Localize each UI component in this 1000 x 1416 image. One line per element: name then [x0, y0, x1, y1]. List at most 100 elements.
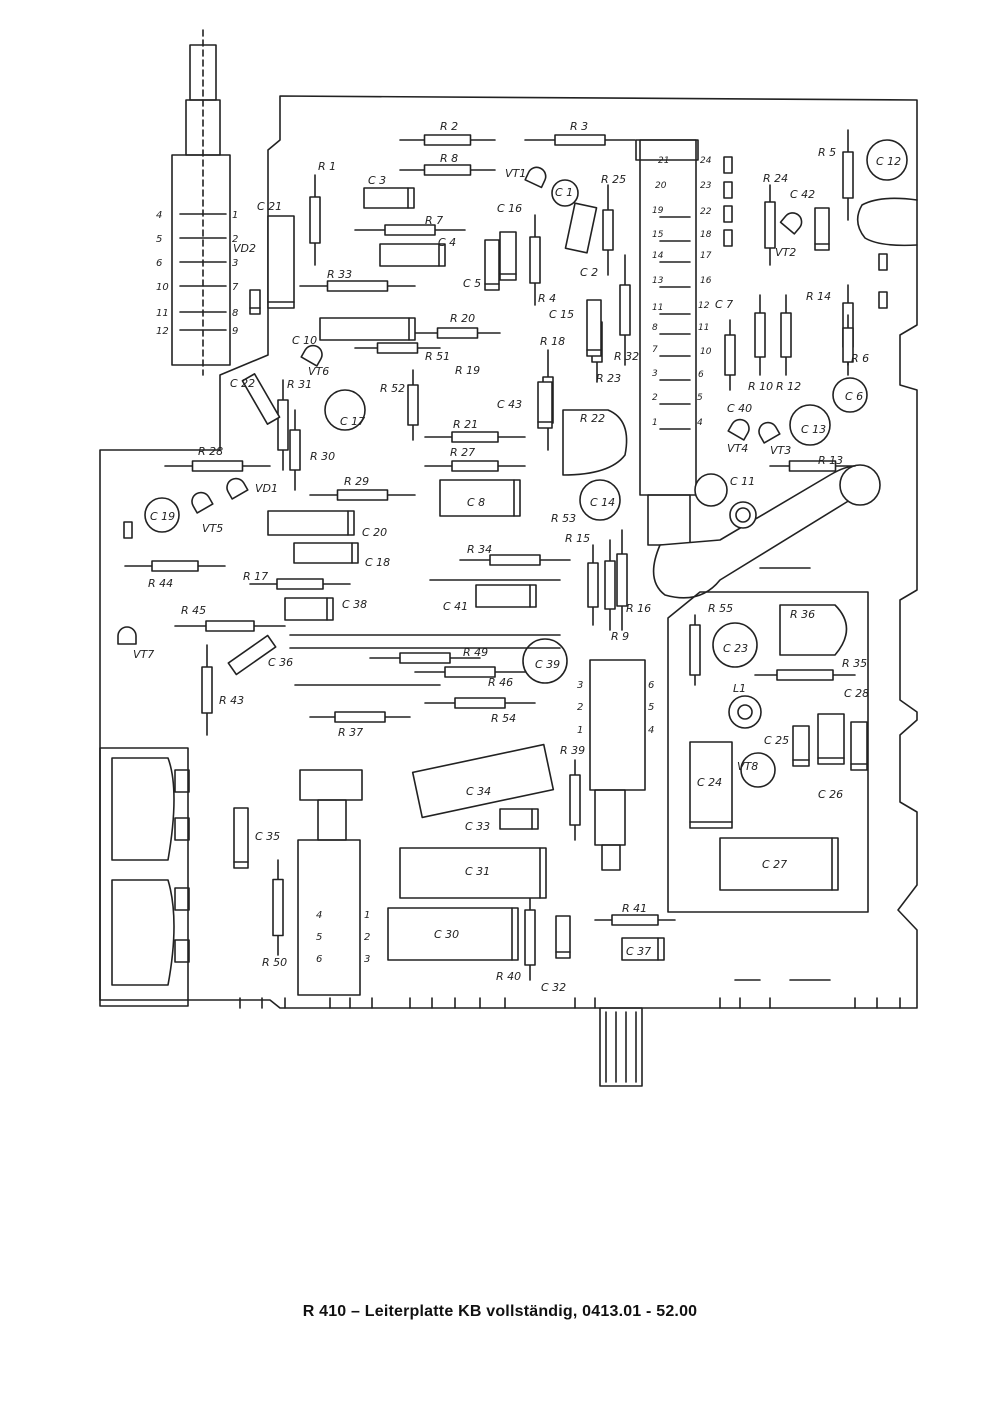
capacitor-label: C 20 [362, 526, 387, 539]
capacitor-c3 [363, 187, 415, 209]
transistor-vt2 [779, 212, 803, 235]
resistor-body [334, 711, 386, 723]
trimmer-r22 [562, 409, 628, 476]
resistor-label: R 55 [708, 602, 733, 615]
capacitor-c26 [817, 713, 845, 765]
transistor-label: VT6 [308, 365, 329, 378]
capacitor-label: C 4 [438, 236, 456, 249]
resistor-body [289, 429, 301, 471]
resistor-body [451, 460, 499, 472]
switch-main-pin-label: 23 [700, 181, 712, 191]
capacitor-label: C 22 [230, 377, 255, 390]
resistor-label: R 21 [453, 418, 478, 431]
resistor-label: R 44 [148, 577, 173, 590]
solder-pad [878, 253, 888, 271]
capacitor-label: C 35 [255, 830, 280, 843]
resistor-body [451, 431, 499, 443]
resistor-label: R 49 [463, 646, 488, 659]
resistor-label: R 24 [763, 172, 788, 185]
resistor-label: R 50 [262, 956, 287, 969]
switch-bottom-pin-label: 3 [364, 954, 370, 965]
resistor-label: R 29 [344, 475, 369, 488]
submodule-outline [667, 591, 869, 913]
switch-bottom-pin-label: 2 [364, 932, 370, 943]
switch-left-pin-label: 3 [232, 258, 238, 269]
capacitor-label: C 13 [801, 423, 826, 436]
solder-pad [123, 521, 133, 539]
switch-main-pin-label: 15 [652, 230, 664, 240]
switch-bottom-pin-label: 4 [316, 910, 322, 921]
resistor-label: R 7 [425, 214, 443, 227]
switch-main-pin-label: 6 [698, 370, 704, 380]
resistor-label: R 1 [318, 160, 336, 173]
resistor-label: R 45 [181, 604, 206, 617]
resistor-body [201, 666, 213, 714]
capacitor-c37 [621, 937, 665, 961]
resistor-body [587, 562, 599, 608]
ribbon-connector [599, 1007, 643, 1087]
switch-mid-pin-label: 6 [648, 680, 654, 691]
capacitor-label: C 26 [818, 788, 843, 801]
resistor-body [336, 489, 389, 501]
capacitor-label: C 27 [762, 858, 787, 871]
transistor-label: VT2 [775, 246, 796, 259]
capacitor-c36 [227, 634, 277, 676]
resistor-label: R 3 [570, 120, 588, 133]
capacitor-label: C 41 [443, 600, 468, 613]
board-notch [856, 197, 918, 247]
capacitor-label: C 25 [764, 734, 789, 747]
resistor-body [689, 624, 701, 676]
solder-pad [723, 181, 733, 199]
resistor-label: R 28 [198, 445, 223, 458]
resistor-label: R 31 [287, 378, 312, 391]
capacitor-label: C 37 [626, 945, 651, 958]
capacitor-c23 [712, 622, 758, 668]
transistor-vt3-body [758, 421, 781, 444]
transistor-label: VT3 [770, 444, 791, 457]
switch-mid-pin-label: 5 [648, 702, 654, 713]
capacitor-label: C 21 [257, 200, 282, 213]
coil-label: L1 [733, 682, 746, 695]
switch-left-pin-label: 5 [156, 234, 162, 245]
resistor-body [842, 151, 854, 199]
capacitor-c27 [719, 837, 839, 891]
resistor-label: R 27 [450, 446, 475, 459]
trimmer-r36 [779, 604, 848, 656]
switch-main-pin-label: 11 [652, 303, 663, 313]
resistor-body [326, 280, 389, 292]
switch-main-pin-label: 22 [700, 207, 712, 217]
switch-bottom-body [297, 839, 361, 996]
resistor-label: R 6 [851, 352, 869, 365]
resistor-label: R 30 [310, 450, 335, 463]
switch-left-pin-label: 9 [232, 326, 238, 337]
resistor-label: R 8 [440, 152, 458, 165]
resistor-label: R 40 [496, 970, 521, 983]
switch-main-cap [635, 139, 699, 161]
resistor-label: R 4 [538, 292, 556, 305]
switch-main-pin-label: 17 [700, 251, 712, 261]
jack-socket-upper [111, 757, 175, 861]
switch-left-pin-label: 7 [232, 282, 239, 293]
resistor-label: R 37 [338, 726, 363, 739]
transistor-vt5 [191, 491, 214, 514]
capacitor-c17 [324, 389, 366, 431]
solder-pad [723, 205, 733, 223]
resistor-body [205, 620, 255, 632]
capacitor-c1 [551, 179, 579, 207]
capacitor-c34 [411, 743, 555, 819]
capacitor-c10 [319, 317, 416, 341]
transistor-vt4 [727, 418, 750, 441]
switch-mid-pin-label: 4 [648, 725, 654, 736]
capacitor-label: C 19 [150, 510, 175, 523]
capacitor-c4 [379, 243, 446, 267]
resistor-label: R 54 [491, 712, 516, 725]
resistor-label: R 32 [614, 350, 639, 363]
pulley-hub [735, 507, 751, 523]
capacitor-label: C 39 [535, 658, 560, 671]
switch-main-body [639, 139, 697, 496]
switch-left-pin-label: 8 [232, 308, 238, 319]
switch-bottom-pin-label: 5 [316, 932, 322, 943]
resistor-label: R 52 [380, 382, 405, 395]
switch-bottom-pin-label: 6 [316, 954, 322, 965]
switch-left-pin-label: 2 [232, 234, 238, 245]
